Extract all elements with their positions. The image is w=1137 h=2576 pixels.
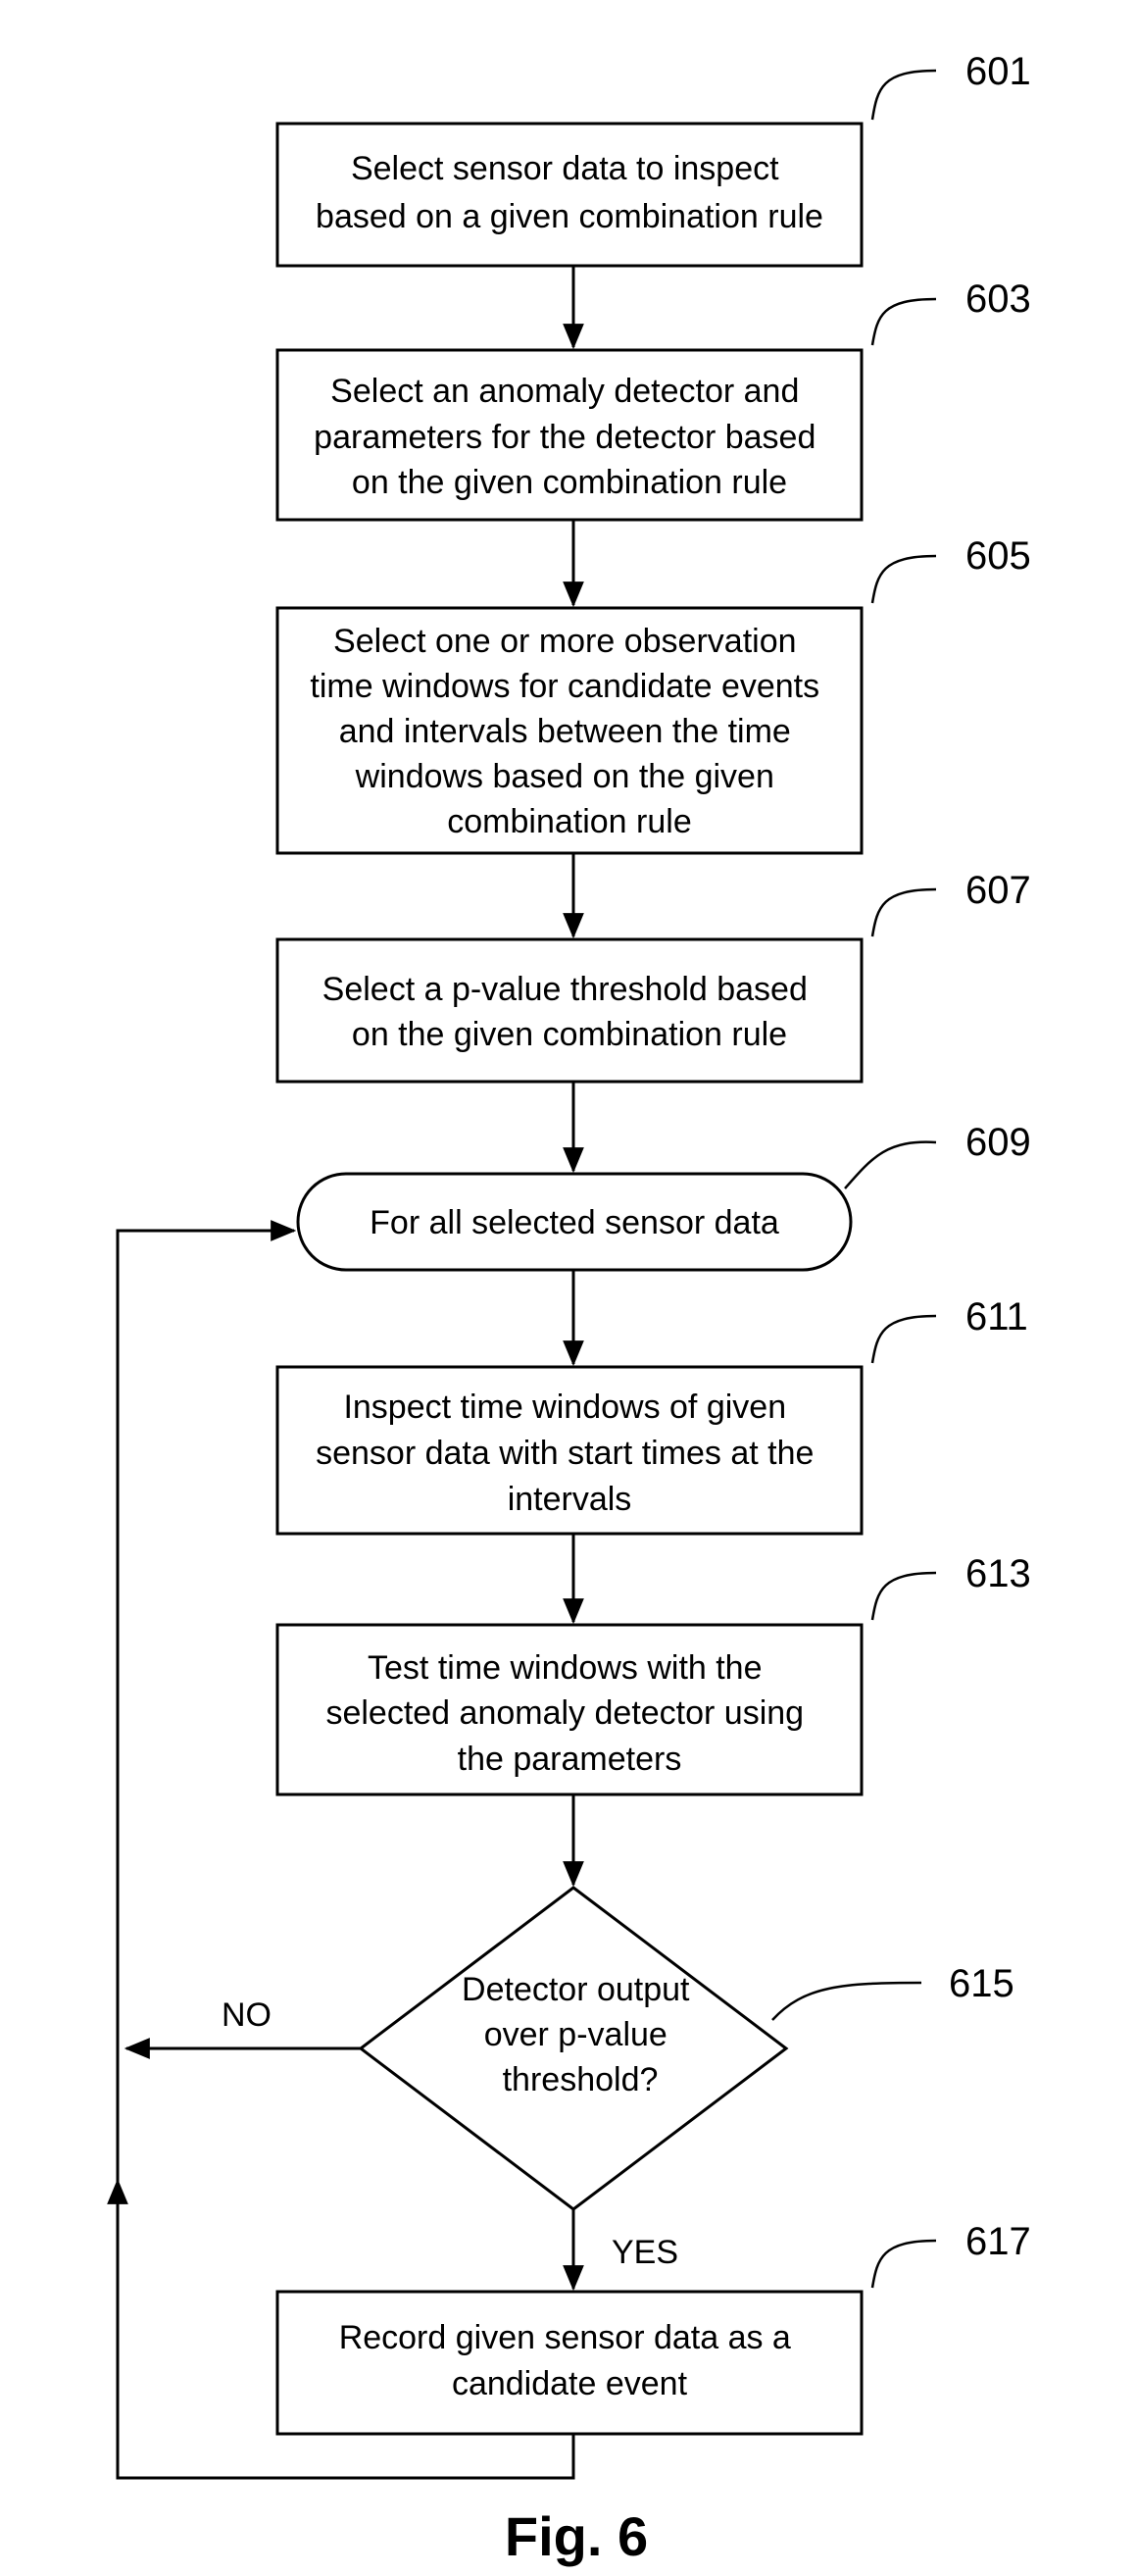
- step-617-line-2: candidate event: [452, 2365, 688, 2402]
- ref-label-603: 603: [965, 278, 1031, 321]
- process-box-607: [277, 939, 862, 1082]
- step-605-line-2: time windows for candidate events: [310, 668, 819, 705]
- no-label: NO: [222, 1996, 272, 2034]
- leader-611: [872, 1316, 936, 1363]
- leader-617: [872, 2241, 936, 2288]
- step-603-line-1: Select an anomaly detector and: [330, 373, 799, 410]
- step-601: Select sensor data to inspect based on a…: [277, 50, 1031, 266]
- step-617-line-1: Record given sensor data as a: [339, 2319, 791, 2356]
- ref-label-617: 617: [965, 2220, 1031, 2263]
- leader-615: [772, 1983, 921, 2020]
- ref-label-605: 605: [965, 534, 1031, 578]
- step-601-line-2: based on a given combination rule: [316, 198, 823, 235]
- step-605-line-1: Select one or more observation: [333, 623, 796, 660]
- step-603-line-3: on the given combination rule: [352, 464, 787, 501]
- step-611-line-3: intervals: [508, 1481, 632, 1518]
- step-607: Select a p-value threshold based on the …: [277, 869, 1031, 1082]
- step-605-line-3: and intervals between the time: [339, 713, 791, 750]
- process-box-601: [277, 124, 862, 266]
- step-613: Test time windows with the selected anom…: [277, 1552, 1031, 1794]
- svg-text:Select an anomaly detector and: Select an anomaly detector and parameter…: [314, 373, 825, 501]
- step-603: Select an anomaly detector and parameter…: [277, 278, 1031, 520]
- ref-label-607: 607: [965, 869, 1031, 912]
- ref-label-615: 615: [949, 1962, 1014, 2005]
- step-613-line-1: Test time windows with the: [368, 1649, 763, 1687]
- leader-613: [872, 1573, 936, 1620]
- yes-label: YES: [612, 2234, 678, 2271]
- leader-601: [872, 71, 936, 120]
- step-605: Select one or more observation time wind…: [277, 534, 1031, 853]
- step-611-line-2: sensor data with start times at the: [316, 1435, 814, 1472]
- step-607-line-1: Select a p-value threshold based: [322, 971, 808, 1008]
- process-box-617: [277, 2292, 862, 2434]
- leader-605: [872, 556, 936, 603]
- step-615-line-3: threshold?: [503, 2061, 659, 2098]
- step-613-line-2: selected anomaly detector using: [325, 1694, 804, 1732]
- leader-609: [845, 1142, 936, 1188]
- ref-label-601: 601: [965, 50, 1031, 93]
- step-615-line-1: Detector output: [462, 1971, 690, 2008]
- ref-label-613: 613: [965, 1552, 1031, 1595]
- step-605-line-4: windows based on the given: [355, 758, 774, 795]
- ref-label-609: 609: [965, 1121, 1031, 1164]
- step-611-line-1: Inspect time windows of given: [343, 1389, 786, 1426]
- step-609-line-1: For all selected sensor data: [370, 1204, 779, 1241]
- step-601-line-1: Select sensor data to inspect: [351, 150, 779, 187]
- step-605-line-5: combination rule: [447, 803, 691, 840]
- step-615-line-2: over p-value: [484, 2016, 667, 2053]
- step-615: Detector output over p-value threshold? …: [361, 1888, 1014, 2209]
- step-607-line-2: on the given combination rule: [352, 1016, 787, 1053]
- step-613-line-3: the parameters: [458, 1741, 682, 1778]
- figure-caption: Fig. 6: [505, 2505, 648, 2567]
- step-603-line-2: parameters for the detector based: [314, 419, 816, 456]
- step-611: Inspect time windows of given sensor dat…: [277, 1295, 1028, 1534]
- step-609: For all selected sensor data 609: [298, 1121, 1031, 1270]
- ref-label-611: 611: [965, 1295, 1028, 1339]
- leader-607: [872, 889, 936, 936]
- leader-603: [872, 299, 936, 345]
